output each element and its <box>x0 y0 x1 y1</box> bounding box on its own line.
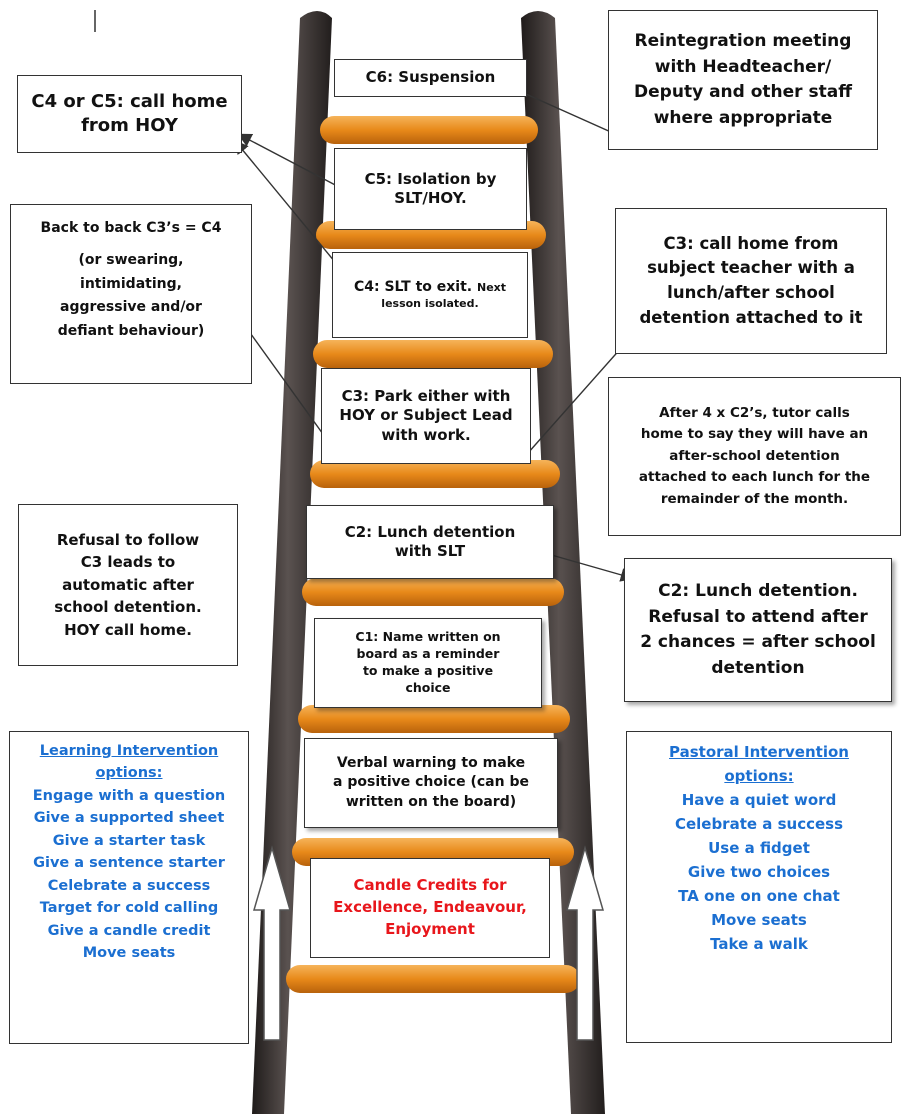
box-reintegration: Reintegration meeting with Headteacher/ … <box>608 10 878 150</box>
step-c5-line: SLT/HOY. <box>394 189 467 207</box>
candle-line: Candle Credits for <box>353 876 507 895</box>
rung <box>320 116 538 144</box>
c3-call-line: C3: call home from <box>663 233 839 253</box>
pastoral-item: Take a walk <box>710 935 808 953</box>
box-back-to-back: Back to back C3’s = C4 (or swearing, int… <box>10 204 252 384</box>
reintegration-line: Reintegration meeting <box>634 31 852 51</box>
learning-item: Give a starter task <box>52 832 206 849</box>
step-c3-line: with work. <box>381 425 471 444</box>
c3-call-line: subject teacher with a <box>647 258 855 278</box>
back-to-back-line: (or swearing, <box>78 251 184 268</box>
learning-item: Give a supported sheet <box>33 810 225 827</box>
rung <box>302 578 564 606</box>
step-verbal-line: Verbal warning to make <box>336 754 526 771</box>
arrow-c4-to-call-home <box>234 139 336 263</box>
back-to-back-title: Back to back C3’s = C4 <box>40 220 222 236</box>
box-c2-lunch-detention: C2: Lunch detention. Refusal to attend a… <box>624 558 892 702</box>
learning-item: Celebrate a success <box>47 877 211 894</box>
step-c1-line: board as a reminder <box>356 646 500 662</box>
call-home-hoy-line: from HOY <box>81 115 178 136</box>
pastoral-item: Move seats <box>711 911 807 929</box>
step-c1-name-board: C1: Name written on board as a reminder … <box>314 618 542 708</box>
c2-lunch-line: Refusal to attend after <box>648 606 868 627</box>
step-c5-line: C5: Isolation by <box>364 169 497 188</box>
step-c4-slt-exit: C4: SLT to exit. Next lesson isolated. <box>332 252 528 338</box>
reintegration-line: Deputy and other staff <box>634 82 852 102</box>
after4-line: attached to each lunch for the <box>638 469 871 486</box>
learning-item: Give a sentence starter <box>33 855 225 872</box>
pastoral-item: Celebrate a success <box>674 815 844 833</box>
rung <box>298 705 570 733</box>
refusal-line: C3 leads to <box>80 553 176 572</box>
pastoral-title: Pastoral Intervention <box>669 743 849 761</box>
box-after-4-c2: After 4 x C2’s, tutor calls home to say … <box>608 377 901 536</box>
step-verbal-line: written on the board) <box>345 793 517 810</box>
call-home-hoy-line: C4 or C5: call home <box>31 90 228 112</box>
step-c6-label: C6: Suspension <box>365 68 496 87</box>
c3-call-line: detention attached to it <box>639 307 863 327</box>
reintegration-line: with Headteacher/ <box>654 56 832 77</box>
step-c4-main: C4: SLT to exit. <box>353 279 473 295</box>
step-c4-small: Next <box>476 281 507 294</box>
after4-line: remainder of the month. <box>660 490 849 507</box>
step-c6-suspension: C6: Suspension <box>334 59 527 97</box>
rung <box>310 460 560 488</box>
pastoral-item: TA one on one chat <box>678 887 840 905</box>
learning-item: Target for cold calling <box>39 900 219 917</box>
pastoral-title: options: <box>724 767 794 785</box>
c3-call-line: lunch/after school <box>667 283 835 302</box>
step-c3-park: C3: Park either with HOY or Subject Lead… <box>321 368 531 464</box>
c2-lunch-line: detention <box>711 657 805 678</box>
refusal-line: automatic after <box>62 575 194 594</box>
pastoral-item: Have a quiet word <box>681 791 837 809</box>
step-c1-line: to make a positive <box>362 663 494 678</box>
refusal-line: Refusal to follow <box>56 530 200 549</box>
learning-title: options: <box>95 765 163 782</box>
candle-line: Enjoyment <box>385 919 475 938</box>
after4-line: after-school detention <box>669 447 840 464</box>
learning-item: Move seats <box>82 945 176 962</box>
pastoral-item: Use a fidget <box>708 839 810 857</box>
step-c2-line: with SLT <box>394 542 466 560</box>
step-c5-isolation: C5: Isolation by SLT/HOY. <box>334 148 527 230</box>
learning-item: Give a candle credit <box>47 922 211 939</box>
box-c3-call-home: C3: call home from subject teacher with … <box>615 208 887 354</box>
ladder-left-rail <box>252 11 332 1114</box>
step-verbal-warning: Verbal warning to make a positive choice… <box>304 738 558 828</box>
c2-lunch-line: 2 chances = after school <box>640 632 876 652</box>
step-c2-lunch-slt: C2: Lunch detention with SLT <box>306 505 554 579</box>
refusal-line: school detention. <box>54 598 202 617</box>
step-c4-small: lesson isolated. <box>381 296 479 310</box>
box-learning-intervention: Learning Intervention options: Engage wi… <box>9 731 249 1044</box>
after4-line: home to say they will have an <box>640 426 869 443</box>
up-arrow-right <box>566 845 604 1041</box>
candle-line: Excellence, Endeavour, <box>333 898 527 917</box>
learning-title: Learning Intervention <box>39 743 219 759</box>
arrow-c3-to-call-home <box>519 335 632 463</box>
ladder-right-rail <box>521 11 605 1114</box>
after4-line: After 4 x C2’s, tutor calls <box>659 404 850 421</box>
c2-lunch-line: C2: Lunch detention. <box>658 581 858 601</box>
step-c2-line: C2: Lunch detention <box>344 522 516 541</box>
up-arrow-left <box>253 845 291 1041</box>
reintegration-line: where appropriate <box>653 107 833 128</box>
refusal-line: HOY call home. <box>64 620 192 639</box>
box-refusal-c3: Refusal to follow C3 leads to automatic … <box>18 504 238 666</box>
pastoral-item: Give two choices <box>687 863 831 881</box>
rung <box>286 965 580 993</box>
step-c3-line: C3: Park either with <box>341 387 511 406</box>
step-c3-line: HOY or Subject Lead <box>339 406 513 425</box>
back-to-back-line: intimidating, <box>80 275 182 292</box>
box-call-home-hoy: C4 or C5: call home from HOY <box>17 75 242 153</box>
step-c1-line: choice <box>405 679 451 695</box>
step-c1-line: C1: Name written on <box>355 629 501 645</box>
box-pastoral-intervention: Pastoral Intervention options: Have a qu… <box>626 731 892 1043</box>
learning-item: Engage with a question <box>32 787 226 804</box>
rung <box>313 340 553 368</box>
step-verbal-line: a positive choice (can be <box>333 774 529 791</box>
back-to-back-line: defiant behaviour) <box>57 323 205 340</box>
step-candle-credits: Candle Credits for Excellence, Endeavour… <box>310 858 550 958</box>
back-to-back-line: aggressive and/or <box>60 299 202 316</box>
